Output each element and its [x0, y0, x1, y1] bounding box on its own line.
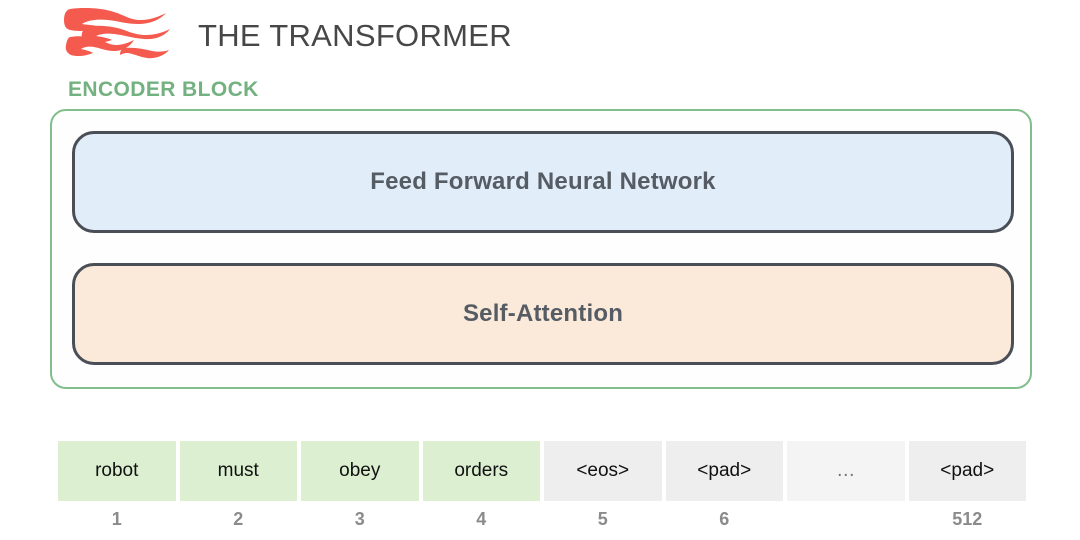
- token-index: 512: [952, 508, 983, 529]
- token-cell: <pad>: [665, 441, 783, 501]
- token-index: 5: [597, 508, 608, 529]
- feed-forward-neural-network-box: Feed Forward Neural Network: [72, 131, 1014, 233]
- encoder-block: Feed Forward Neural Network Self-Attenti…: [50, 109, 1032, 389]
- self-attention-box: Self-Attention: [72, 263, 1014, 365]
- token-column: <eos> 5: [544, 441, 662, 537]
- token-column: <pad> 6: [665, 441, 783, 537]
- token-index: 1: [111, 508, 122, 529]
- app-title: THE TRANSFORMER: [198, 18, 512, 53]
- token-cell: <eos>: [544, 441, 662, 501]
- token-cell: orders: [422, 441, 540, 501]
- token-cell-ellipsis: …: [787, 441, 905, 501]
- token-cell: robot: [58, 441, 176, 501]
- token-sequence-strip: robot 1 must 2 obey 3 orders 4 <eos> 5 <…: [58, 441, 1026, 537]
- self-attention-label: Self-Attention: [462, 300, 624, 327]
- token-index: [787, 501, 905, 537]
- token-column: orders 4: [422, 441, 540, 537]
- token-index: 2: [233, 508, 244, 529]
- token-column: must 2: [179, 441, 297, 537]
- token-column: robot 1: [58, 441, 176, 537]
- token-cell: <pad>: [908, 441, 1026, 501]
- flame-logo-icon: [62, 6, 180, 66]
- token-column: <pad> 512: [908, 441, 1026, 537]
- app-header: THE TRANSFORMER: [62, 4, 512, 68]
- token-index: 6: [719, 508, 730, 529]
- encoder-block-label: ENCODER BLOCK: [68, 78, 259, 101]
- token-column: …: [787, 441, 905, 537]
- token-index: 4: [476, 508, 487, 529]
- feed-forward-neural-network-label: Feed Forward Neural Network: [370, 168, 716, 195]
- token-cell: must: [179, 441, 297, 501]
- token-column: obey 3: [301, 441, 419, 537]
- token-index: 3: [354, 508, 365, 529]
- token-cell: obey: [301, 441, 419, 501]
